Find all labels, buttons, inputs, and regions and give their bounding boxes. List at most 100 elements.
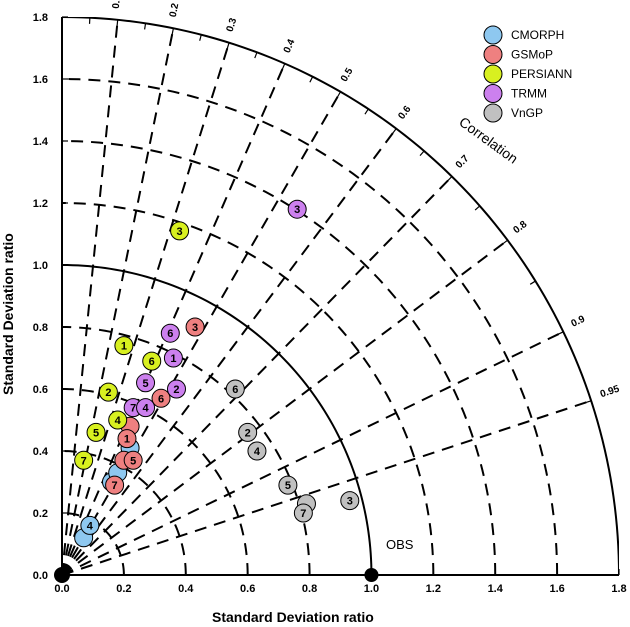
y-tick-label: 1.8 (33, 12, 48, 24)
correlation-ray (62, 19, 119, 575)
correlation-tick-label: 0.3 (225, 16, 240, 33)
data-point-label: 4 (87, 520, 94, 532)
correlation-minor-tick (144, 23, 147, 30)
correlation-ray (62, 28, 175, 575)
y-tick-label: 0.4 (33, 446, 49, 458)
y-tick-label: 1.0 (33, 260, 48, 272)
data-point-gsmop (117, 429, 137, 449)
correlation-minor-tick (474, 205, 481, 211)
std-arc (62, 202, 435, 575)
correlation-tick-label: 0.95 (599, 384, 621, 401)
y-axis-title: Standard Deviation ratio (0, 233, 16, 395)
correlation-minor-tick (502, 239, 508, 245)
correlation-tick-label: 0.5 (339, 66, 356, 84)
correlation-ray (62, 63, 286, 575)
correlation-minor-tick (557, 331, 564, 336)
correlation-tick-label: 0.7 (454, 153, 472, 171)
data-point-vngp (238, 422, 258, 442)
y-tick-label: 1.6 (33, 74, 48, 86)
legend-label: CMORPH (511, 28, 564, 42)
correlation-ray (62, 91, 342, 575)
data-point-persiann (98, 382, 118, 402)
correlation-tick-label: 0.1 (111, 0, 123, 9)
y-tick-label: 1.2 (33, 198, 48, 210)
data-point-trmm (166, 379, 186, 399)
grid-layer (62, 17, 619, 575)
data-point-label: 6 (232, 384, 238, 396)
correlation-ray (62, 399, 592, 575)
correlation-minor-tick (419, 150, 425, 157)
x-tick-label: 0.0 (54, 583, 69, 595)
data-point-persiann (114, 336, 134, 356)
correlation-minor-tick (309, 76, 314, 83)
data-point-label: 7 (300, 508, 306, 520)
data-point-label: 4 (142, 403, 149, 415)
x-axis-title: Standard Deviation ratio (212, 609, 374, 625)
correlation-minor-tick (226, 42, 230, 49)
correlation-minor-tick (447, 176, 453, 182)
data-point-label: 2 (173, 384, 179, 396)
data-point-persiann (170, 221, 190, 241)
data-point-gsmop (123, 450, 143, 470)
legend-swatch (483, 103, 503, 123)
x-tick-label: 0.8 (302, 583, 317, 595)
std-arc (62, 140, 497, 575)
data-point-gsmop (185, 317, 205, 337)
data-point-label: 5 (285, 480, 291, 492)
data-point-persiann (142, 351, 162, 371)
data-point-label: 5 (93, 427, 99, 439)
data-point-label: 6 (167, 328, 173, 340)
data-point-label: 6 (158, 393, 164, 405)
data-point-gsmop (105, 475, 125, 495)
data-point-label: 4 (254, 446, 261, 458)
correlation-minor-tick (171, 28, 174, 35)
data-point-label: 1 (121, 341, 127, 353)
legend-label: TRMM (511, 87, 547, 101)
data-point-label: 7 (112, 480, 118, 492)
legend-swatch (483, 25, 503, 45)
y-tick-label: 0.8 (33, 322, 48, 334)
data-point-label: 3 (192, 322, 198, 334)
obs-marker (364, 568, 379, 582)
data-point-label: 3 (294, 204, 300, 216)
correlation-ray (62, 42, 231, 575)
legend-label: GSMoP (511, 48, 553, 62)
data-point-label: 3 (347, 496, 353, 508)
data-point-vngp (225, 379, 245, 399)
data-point-cmorph (80, 515, 100, 535)
correlation-minor-tick (199, 34, 202, 41)
data-point-label: 6 (149, 356, 155, 368)
legend-label: PERSIANN (511, 67, 572, 81)
data-point-vngp (340, 491, 360, 511)
data-point-label: 5 (142, 378, 148, 390)
data-point-vngp (293, 503, 313, 523)
obs-label: OBS (386, 537, 414, 552)
data-point-persiann (86, 422, 106, 442)
correlation-tick-label: 0.2 (168, 2, 182, 18)
data-point-persiann (74, 450, 94, 470)
axes-layer: 0.00.00.20.20.40.40.60.60.80.81.01.01.21… (33, 0, 627, 595)
data-point-persiann (108, 410, 128, 430)
std-arc (62, 78, 559, 575)
outer-arc (62, 17, 619, 575)
x-tick-label: 0.6 (240, 583, 255, 595)
ref-arc (62, 264, 373, 575)
data-point-label: 7 (81, 455, 87, 467)
x-tick-label: 1.4 (488, 583, 504, 595)
correlation-minor-tick (336, 91, 342, 98)
correlation-ray (62, 128, 398, 575)
data-point-trmm (136, 398, 156, 418)
correlation-tick-label: 0.9 (570, 314, 588, 330)
correlation-minor-tick (254, 52, 258, 59)
correlation-tick-label: 0.4 (282, 37, 298, 55)
correlation-minor-tick (392, 128, 397, 134)
correlation-ray (62, 330, 564, 575)
x-tick-label: 1.6 (549, 583, 564, 595)
x-tick-label: 1.0 (364, 583, 379, 595)
correlation-minor-tick (529, 280, 536, 285)
data-point-label: 7 (130, 403, 136, 415)
correlation-tick-label: 0.6 (396, 104, 413, 122)
